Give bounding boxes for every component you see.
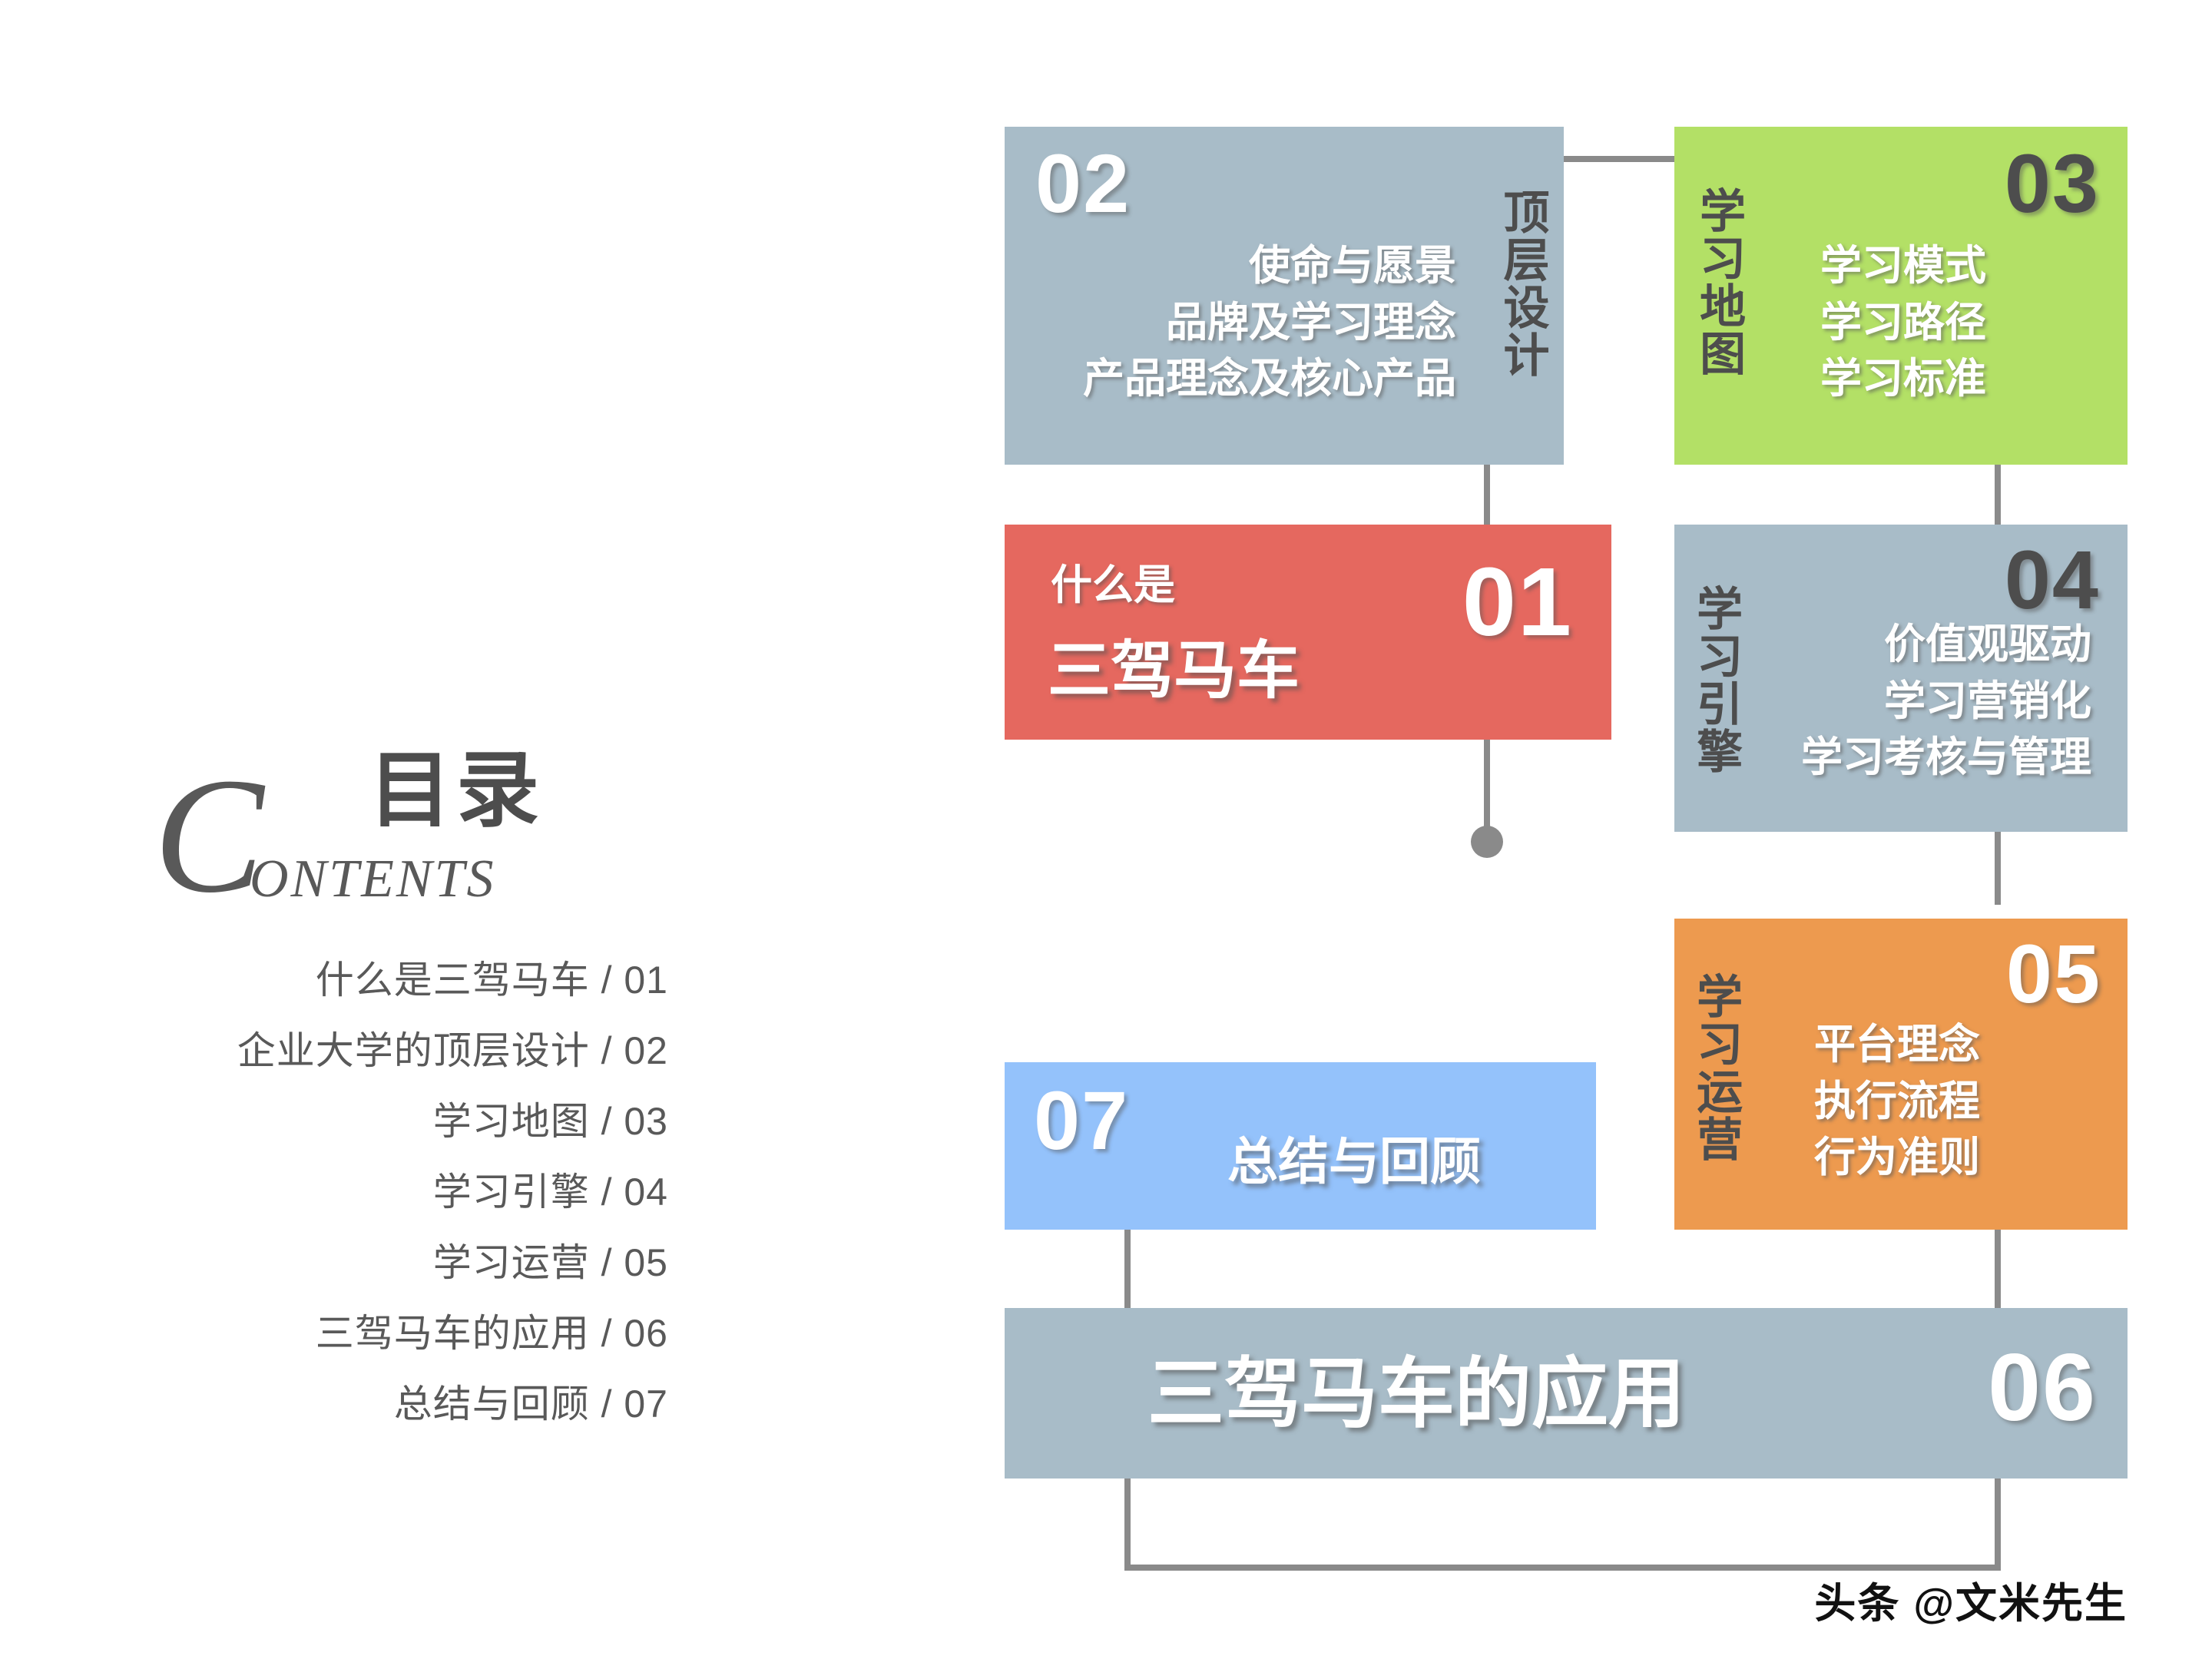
contents-subtitle: ONTENTS xyxy=(250,849,496,909)
connector-06-bottom-bar xyxy=(1124,1565,2001,1571)
card-01-title: 三驾马车 xyxy=(1048,636,1300,706)
footer-watermark: 头条 @文米先生 xyxy=(1814,1581,2128,1627)
card-04[interactable]: 04 学习引擎 价值观驱动 学习营销化 学习考核与管理 xyxy=(1674,525,2128,832)
page-title: 目录 xyxy=(369,743,545,836)
toc-item-03[interactable]: 学习地图 / 03 xyxy=(432,1100,668,1143)
contents-initial-letter: C xyxy=(154,743,264,927)
card-03-item-1: 学习模式 xyxy=(1820,243,1986,289)
card-05-number: 05 xyxy=(2005,927,2101,1020)
card-06-title: 三驾马车的应用 xyxy=(1147,1351,1685,1437)
contents-heading: C 目录 ONTENTS xyxy=(115,737,684,919)
card-07-title: 总结与回顾 xyxy=(1227,1133,1481,1190)
connector-01-stub xyxy=(1484,740,1490,836)
card-06-number: 06 xyxy=(1988,1335,2097,1441)
connector-end-dot xyxy=(1471,826,1503,858)
card-05-vertical-label: 学习运营 xyxy=(1690,972,1742,1163)
card-03-vertical-label: 学习地图 xyxy=(1693,187,1745,377)
card-05-item-1: 平台理念 xyxy=(1814,1022,1980,1068)
card-01-pre-title: 什么是 xyxy=(1051,562,1175,608)
card-02-items: 使命与愿景 品牌及学习理念 产品理念及核心产品 xyxy=(1083,238,1456,408)
connector-04-to-05 xyxy=(1995,832,2001,905)
card-02-item-2: 品牌及学习理念 xyxy=(1166,299,1456,346)
card-03-item-2: 学习路径 xyxy=(1820,299,1986,346)
card-04-item-1: 价值观驱动 xyxy=(1884,621,2091,667)
card-05-item-3: 行为准则 xyxy=(1814,1134,1980,1181)
connector-02-to-03 xyxy=(1563,156,1674,162)
card-05-item-2: 执行流程 xyxy=(1814,1078,1980,1124)
connector-06-bottom-left xyxy=(1124,1479,1131,1571)
card-05-items: 平台理念 执行流程 行为准则 xyxy=(1814,1017,1980,1187)
card-07[interactable]: 07 总结与回顾 xyxy=(1005,1062,1596,1230)
connector-05-to-06 xyxy=(1995,1227,2001,1308)
card-04-vertical-label: 学习引擎 xyxy=(1690,584,1742,775)
card-01-number: 01 xyxy=(1462,548,1573,656)
card-03[interactable]: 03 学习地图 学习模式 学习路径 学习标准 xyxy=(1674,127,2128,465)
card-03-item-3: 学习标准 xyxy=(1820,356,1986,402)
card-02[interactable]: 02 顶层设计 使命与愿景 品牌及学习理念 产品理念及核心产品 xyxy=(1005,127,1564,465)
contents-panel: C 目录 ONTENTS 什么是三驾马车 / 01 企业大学的顶层设计 / 02… xyxy=(115,737,684,1439)
toc-item-06[interactable]: 三驾马车的应用 / 06 xyxy=(315,1312,668,1355)
card-02-vertical-label: 顶层设计 xyxy=(1497,188,1548,379)
contents-list: 什么是三驾马车 / 01 企业大学的顶层设计 / 02 学习地图 / 03 学习… xyxy=(115,945,684,1439)
card-02-item-1: 使命与愿景 xyxy=(1249,243,1456,289)
card-03-number: 03 xyxy=(2004,137,2100,230)
card-02-number: 02 xyxy=(1035,137,1131,230)
card-01[interactable]: 01 什么是 三驾马车 xyxy=(1005,525,1611,740)
connector-07-to-06 xyxy=(1124,1227,1131,1308)
connector-06-bottom-right xyxy=(1995,1479,2001,1571)
card-04-item-3: 学习考核与管理 xyxy=(1801,734,2091,781)
card-02-item-3: 产品理念及核心产品 xyxy=(1083,356,1456,402)
card-03-items: 学习模式 学习路径 学习标准 xyxy=(1820,238,1986,408)
card-04-number: 04 xyxy=(2004,533,2100,626)
toc-item-07[interactable]: 总结与回顾 / 07 xyxy=(393,1382,668,1426)
toc-item-01[interactable]: 什么是三驾马车 / 01 xyxy=(315,959,668,1002)
card-06[interactable]: 06 三驾马车的应用 xyxy=(1005,1308,2128,1479)
card-04-items: 价值观驱动 学习营销化 学习考核与管理 xyxy=(1801,617,2091,786)
toc-item-02[interactable]: 企业大学的顶层设计 / 02 xyxy=(237,1029,668,1072)
connector-03-to-04 xyxy=(1995,463,2001,532)
card-04-item-2: 学习营销化 xyxy=(1884,677,2091,724)
card-07-number: 07 xyxy=(1034,1074,1130,1167)
card-05[interactable]: 05 学习运营 平台理念 执行流程 行为准则 xyxy=(1674,919,2128,1230)
toc-item-04[interactable]: 学习引擎 / 04 xyxy=(432,1171,668,1214)
connector-02-to-01 xyxy=(1484,463,1490,532)
toc-item-05[interactable]: 学习运营 / 05 xyxy=(432,1241,668,1284)
